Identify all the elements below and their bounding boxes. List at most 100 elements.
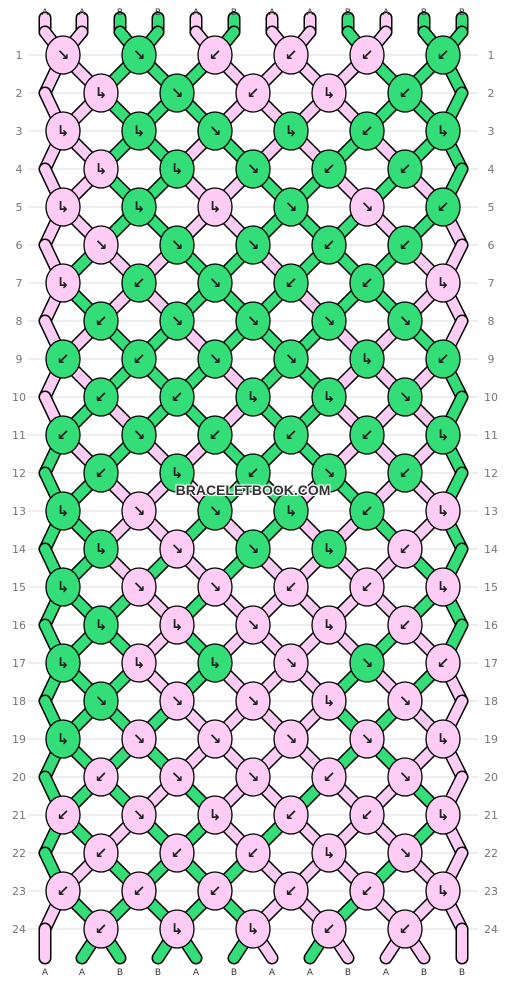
knot-arrow-icon: ↳ xyxy=(57,122,70,140)
row-label-left: 17 xyxy=(12,657,26,670)
knot xyxy=(349,643,385,683)
knot xyxy=(387,453,423,493)
row-label-left: 15 xyxy=(12,581,26,594)
knot-arrow-icon: ↘ xyxy=(95,236,108,254)
row-label-right: 18 xyxy=(484,695,498,708)
row-label-right: 24 xyxy=(484,923,498,936)
row-label-left: 10 xyxy=(12,391,26,404)
knot-arrow-icon: ↳ xyxy=(171,920,184,938)
row-label-right: 12 xyxy=(484,467,498,480)
knot xyxy=(83,377,119,417)
knot-arrow-icon: ↘ xyxy=(171,312,184,330)
knot-arrow-icon: ↳ xyxy=(323,540,336,558)
knot xyxy=(121,871,157,911)
knot xyxy=(273,795,309,835)
knot xyxy=(45,111,81,151)
knot xyxy=(159,757,195,797)
knot-arrow-icon: ↙ xyxy=(133,882,146,900)
strand-label-top: A xyxy=(42,8,49,18)
knot xyxy=(121,643,157,683)
knot-arrow-icon: ↙ xyxy=(95,312,108,330)
knot-arrow-icon: ↙ xyxy=(399,236,412,254)
knot xyxy=(159,529,195,569)
knot xyxy=(83,681,119,721)
knot-arrow-icon: ↙ xyxy=(133,274,146,292)
knot-arrow-icon: ↘ xyxy=(171,236,184,254)
knot-arrow-icon: ↘ xyxy=(247,540,260,558)
knot-arrow-icon: ↘ xyxy=(133,502,146,520)
knot-arrow-icon: ↘ xyxy=(247,236,260,254)
knot xyxy=(387,73,423,113)
knot xyxy=(197,719,233,759)
knot xyxy=(197,339,233,379)
knot xyxy=(235,833,271,873)
strand-label-bottom: B xyxy=(421,968,427,978)
row-label-right: 20 xyxy=(484,771,498,784)
knot-arrow-icon: ↘ xyxy=(361,730,374,748)
knot xyxy=(83,529,119,569)
row-label-left: 8 xyxy=(16,315,23,328)
knot-arrow-icon: ↳ xyxy=(171,616,184,634)
knot xyxy=(425,491,461,531)
knot-arrow-icon: ↘ xyxy=(361,654,374,672)
row-label-right: 17 xyxy=(484,657,498,670)
knot xyxy=(121,263,157,303)
knot-arrow-icon: ↙ xyxy=(361,46,374,64)
strand-label-bottom: A xyxy=(269,968,276,978)
knot xyxy=(121,35,157,75)
strand-label-top: B xyxy=(421,8,427,18)
knot xyxy=(349,415,385,455)
knot xyxy=(273,719,309,759)
knot-arrow-icon: ↘ xyxy=(209,730,222,748)
knot-arrow-icon: ↳ xyxy=(95,160,108,178)
knot xyxy=(387,833,423,873)
knot xyxy=(387,377,423,417)
knot xyxy=(121,415,157,455)
knot-arrow-icon: ↘ xyxy=(285,350,298,368)
strand-label-bottom: B xyxy=(117,968,123,978)
row-label-right: 15 xyxy=(484,581,498,594)
knot xyxy=(425,187,461,227)
knot-arrow-icon: ↙ xyxy=(285,806,298,824)
knot-arrow-icon: ↳ xyxy=(95,84,108,102)
knot-arrow-icon: ↙ xyxy=(361,578,374,596)
knot-arrow-icon: ↘ xyxy=(133,46,146,64)
knot xyxy=(159,301,195,341)
knot xyxy=(425,339,461,379)
knot xyxy=(235,453,271,493)
row-label-left: 7 xyxy=(16,277,23,290)
knot xyxy=(349,491,385,531)
knot xyxy=(45,339,81,379)
knot xyxy=(121,187,157,227)
knot-arrow-icon: ↘ xyxy=(399,388,412,406)
knot xyxy=(121,567,157,607)
knot-arrow-icon: ↙ xyxy=(95,768,108,786)
knot xyxy=(121,491,157,531)
strand-label-bottom: A xyxy=(42,968,49,978)
strand-label-top: A xyxy=(269,8,276,18)
knot xyxy=(45,35,81,75)
knot xyxy=(83,73,119,113)
knot xyxy=(311,377,347,417)
row-label-right: 16 xyxy=(484,619,498,632)
knot-arrow-icon: ↘ xyxy=(399,768,412,786)
knot-arrow-icon: ↙ xyxy=(323,920,336,938)
knot xyxy=(311,757,347,797)
strand-label-bottom: A xyxy=(307,968,314,978)
knot-arrow-icon: ↙ xyxy=(285,882,298,900)
row-label-left: 18 xyxy=(12,695,26,708)
knot xyxy=(121,719,157,759)
strand-label-bottom: A xyxy=(193,968,200,978)
row-label-right: 13 xyxy=(484,505,498,518)
knot-arrow-icon: ↘ xyxy=(209,502,222,520)
row-label-left: 11 xyxy=(12,429,26,442)
knot-arrow-icon: ↙ xyxy=(285,426,298,444)
knot xyxy=(197,415,233,455)
knot-arrow-icon: ↳ xyxy=(437,274,450,292)
row-label-left: 5 xyxy=(16,201,23,214)
knot xyxy=(425,263,461,303)
knot xyxy=(273,263,309,303)
strand-label-top: A xyxy=(307,8,314,18)
knot xyxy=(311,149,347,189)
strand-label-top: B xyxy=(117,8,123,18)
